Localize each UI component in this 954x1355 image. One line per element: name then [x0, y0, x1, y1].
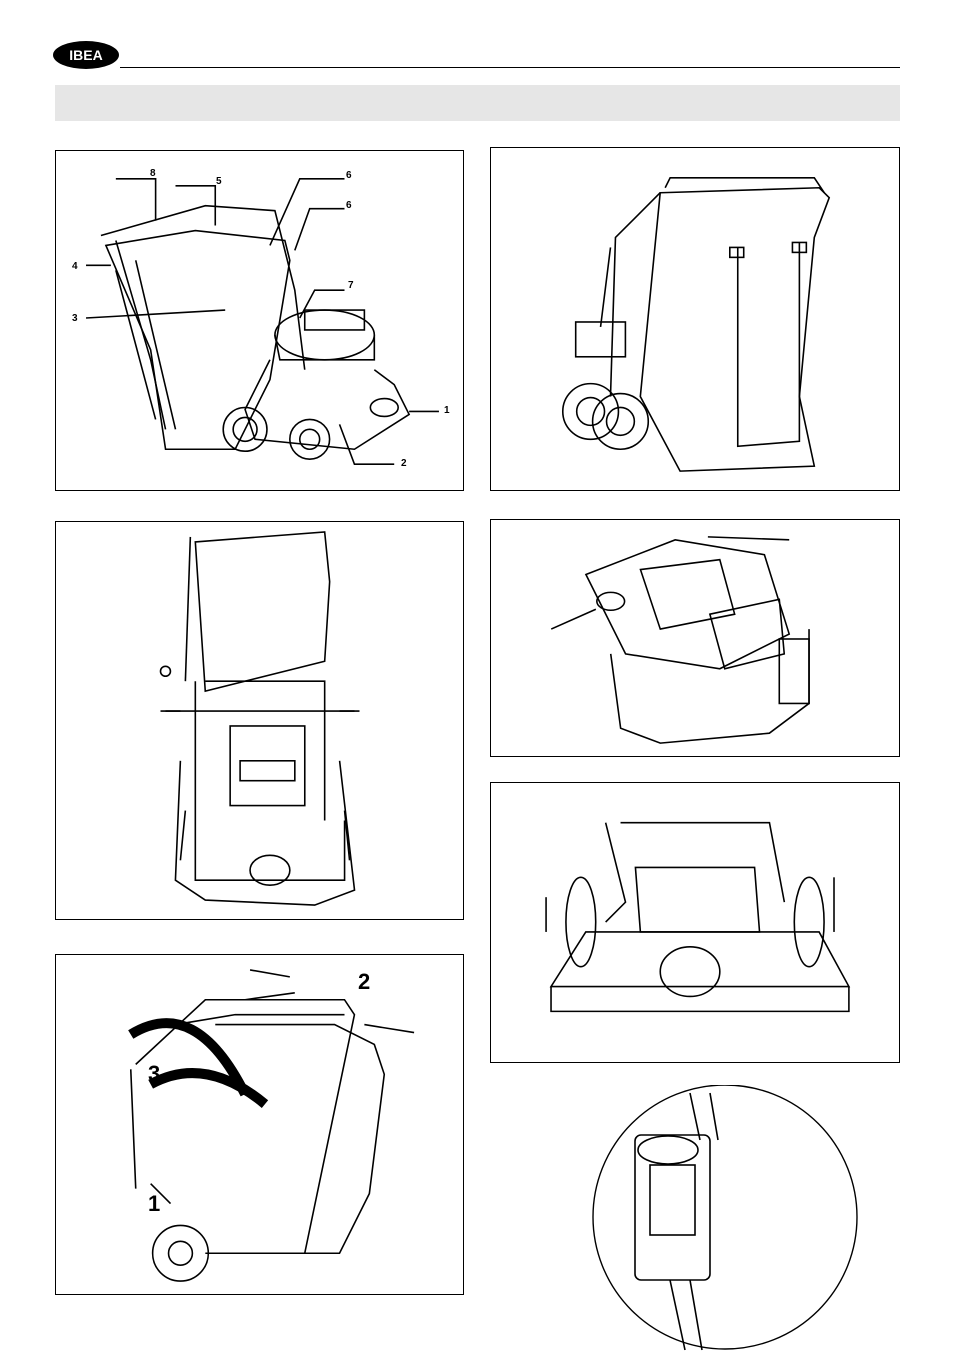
vacuum-illustration [56, 151, 463, 490]
part-label-1: 1 [444, 406, 450, 416]
section-title-band [55, 85, 900, 121]
part-label-8: 8 [150, 169, 156, 179]
part-label-4: 4 [72, 262, 78, 272]
figure-engine [490, 519, 900, 757]
header-rule [120, 67, 900, 68]
figure-parts-overview: 8 5 6 6 4 3 7 1 2 [55, 150, 464, 491]
part-label-3: 3 [72, 314, 78, 324]
part-label-6b: 6 [346, 201, 352, 211]
figure-handle-steps: 2 3 1 [55, 954, 464, 1295]
figure-handle-assembly [55, 521, 464, 920]
part-label-7: 7 [348, 281, 354, 291]
ibea-logo: IBEA [52, 40, 120, 70]
svg-text:IBEA: IBEA [69, 47, 102, 63]
figure-height-adjust [490, 782, 900, 1063]
step-label-1: 1 [148, 1193, 160, 1215]
part-label-2: 2 [401, 459, 407, 469]
part-label-6a: 6 [346, 171, 352, 181]
figure-bag-rear [490, 147, 900, 491]
step-label-2: 2 [358, 971, 370, 993]
figure-lever-detail [590, 1085, 860, 1355]
step-label-3: 3 [148, 1063, 160, 1085]
part-label-5: 5 [216, 177, 222, 187]
